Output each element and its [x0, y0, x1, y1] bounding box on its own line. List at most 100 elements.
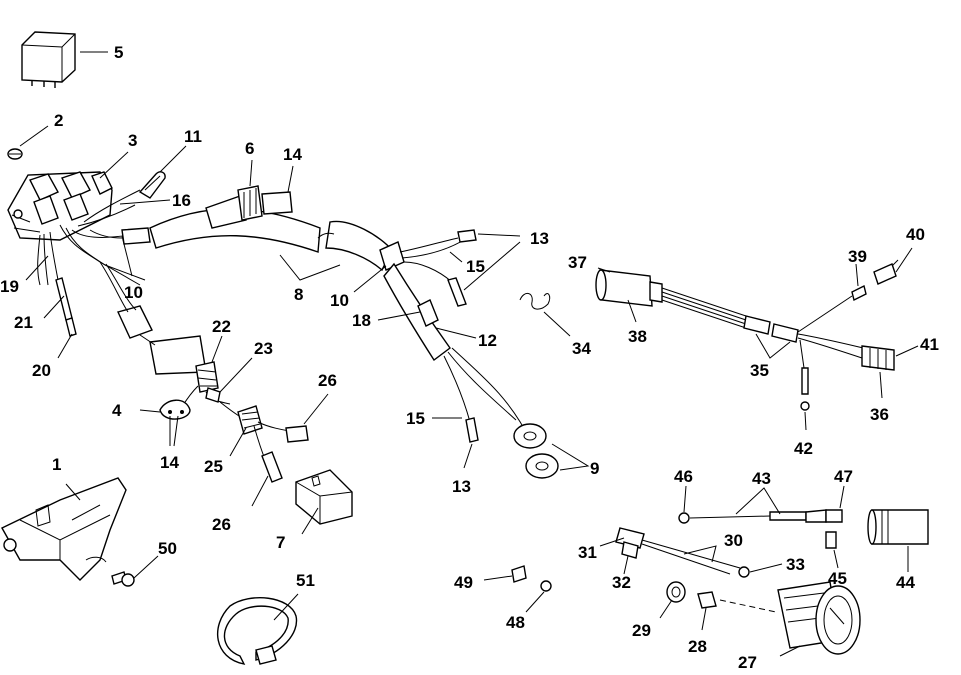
leader-50	[133, 555, 159, 579]
callout-45: 45	[828, 569, 847, 588]
sensor-part-4	[159, 385, 199, 420]
leader-2	[19, 125, 49, 147]
callout-39: 39	[848, 247, 867, 266]
leader-48	[525, 591, 545, 613]
callout-6: 6	[245, 139, 254, 158]
leader-9	[551, 443, 590, 471]
grommet-25	[219, 401, 309, 483]
grommet-22	[195, 361, 219, 393]
terminal-part-40	[873, 259, 899, 285]
callout-3: 3	[128, 131, 137, 150]
switch-part-31-32	[615, 527, 750, 578]
clip-part-34	[519, 293, 551, 310]
leader-4	[139, 409, 161, 413]
leader-21	[43, 295, 65, 319]
screw-part-2	[7, 148, 23, 160]
callout-22: 22	[212, 317, 231, 336]
callout-35: 35	[750, 361, 769, 380]
callout-50: 50	[158, 539, 177, 558]
lead-part-43	[678, 509, 843, 524]
callout-51: 51	[296, 571, 315, 590]
leader-29	[659, 599, 673, 619]
callout-1: 1	[52, 455, 61, 474]
leader-15a	[449, 251, 463, 263]
leader-10b	[353, 265, 387, 293]
leader-43	[735, 487, 781, 515]
callout-15b: 15	[406, 409, 425, 428]
callout-7: 7	[276, 533, 285, 552]
leader-40	[895, 247, 913, 273]
callout-23: 23	[254, 339, 273, 358]
harness-down	[383, 262, 559, 479]
callout-47: 47	[834, 467, 853, 486]
screw-part-50	[111, 571, 135, 587]
leader-32	[623, 555, 629, 575]
leader-10a	[121, 235, 133, 277]
screw-part-48	[540, 580, 552, 592]
leader-13a	[463, 233, 521, 291]
callout-27: 27	[738, 653, 757, 672]
callout-11: 11	[184, 127, 202, 146]
callout-13b: 13	[452, 477, 471, 496]
callout-16: 16	[172, 191, 191, 210]
callout-13a: 13	[530, 229, 549, 248]
callout-33: 33	[786, 555, 805, 574]
callout-25: 25	[204, 457, 223, 476]
branch-wires-upper	[399, 229, 477, 307]
callout-29: 29	[632, 621, 651, 640]
connector-part-36	[861, 345, 895, 371]
leader-39	[855, 263, 859, 287]
leader-47	[839, 485, 845, 509]
leader-14a	[287, 165, 294, 193]
leader-38	[627, 299, 637, 323]
callout-41: 41	[920, 335, 939, 354]
leader-26b	[251, 475, 269, 507]
callout-18: 18	[352, 311, 371, 330]
callout-14a: 14	[283, 145, 302, 164]
callout-9: 9	[590, 459, 599, 478]
tie-strap-part-51	[216, 597, 298, 665]
leader-12	[435, 327, 477, 339]
callout-46: 46	[674, 467, 693, 486]
leader-16	[119, 199, 171, 205]
clip-part-49	[511, 565, 527, 583]
main-harness	[149, 185, 393, 272]
leader-30	[683, 545, 717, 563]
callout-40: 40	[906, 225, 925, 244]
callout-44: 44	[896, 573, 915, 592]
cable-38-35	[661, 287, 873, 411]
leader-35	[755, 333, 791, 359]
leader-23	[219, 357, 253, 393]
leader-27	[779, 645, 801, 657]
leader-6	[249, 159, 253, 187]
lead-part-21	[55, 277, 77, 337]
terminal-wires	[43, 189, 146, 291]
leader-13b	[463, 443, 473, 469]
leader-41	[895, 345, 919, 357]
callout-43: 43	[752, 469, 771, 488]
leader-42	[804, 411, 807, 431]
leader-51	[273, 593, 299, 621]
callout-49: 49	[454, 573, 473, 592]
leader-45	[833, 549, 839, 569]
callout-42: 42	[794, 439, 813, 458]
lower-harness-branch	[99, 261, 207, 375]
leader-33	[749, 563, 783, 573]
callout-12: 12	[478, 331, 497, 350]
leader-26a	[303, 393, 329, 425]
leader-25	[229, 427, 247, 457]
socket-part-44	[867, 509, 929, 545]
relay-part	[21, 31, 76, 88]
callout-20: 20	[32, 361, 51, 380]
connector-part-37	[595, 269, 663, 307]
bracket-part-1	[1, 477, 127, 581]
sleeve-part-10a	[121, 227, 151, 245]
leader-7	[301, 507, 319, 535]
callout-4: 4	[112, 401, 122, 420]
callout-14b: 14	[160, 453, 179, 472]
callout-36: 36	[870, 405, 889, 424]
module-part-7	[295, 469, 353, 525]
leader-3	[99, 151, 129, 179]
connector-part-11	[138, 171, 166, 199]
